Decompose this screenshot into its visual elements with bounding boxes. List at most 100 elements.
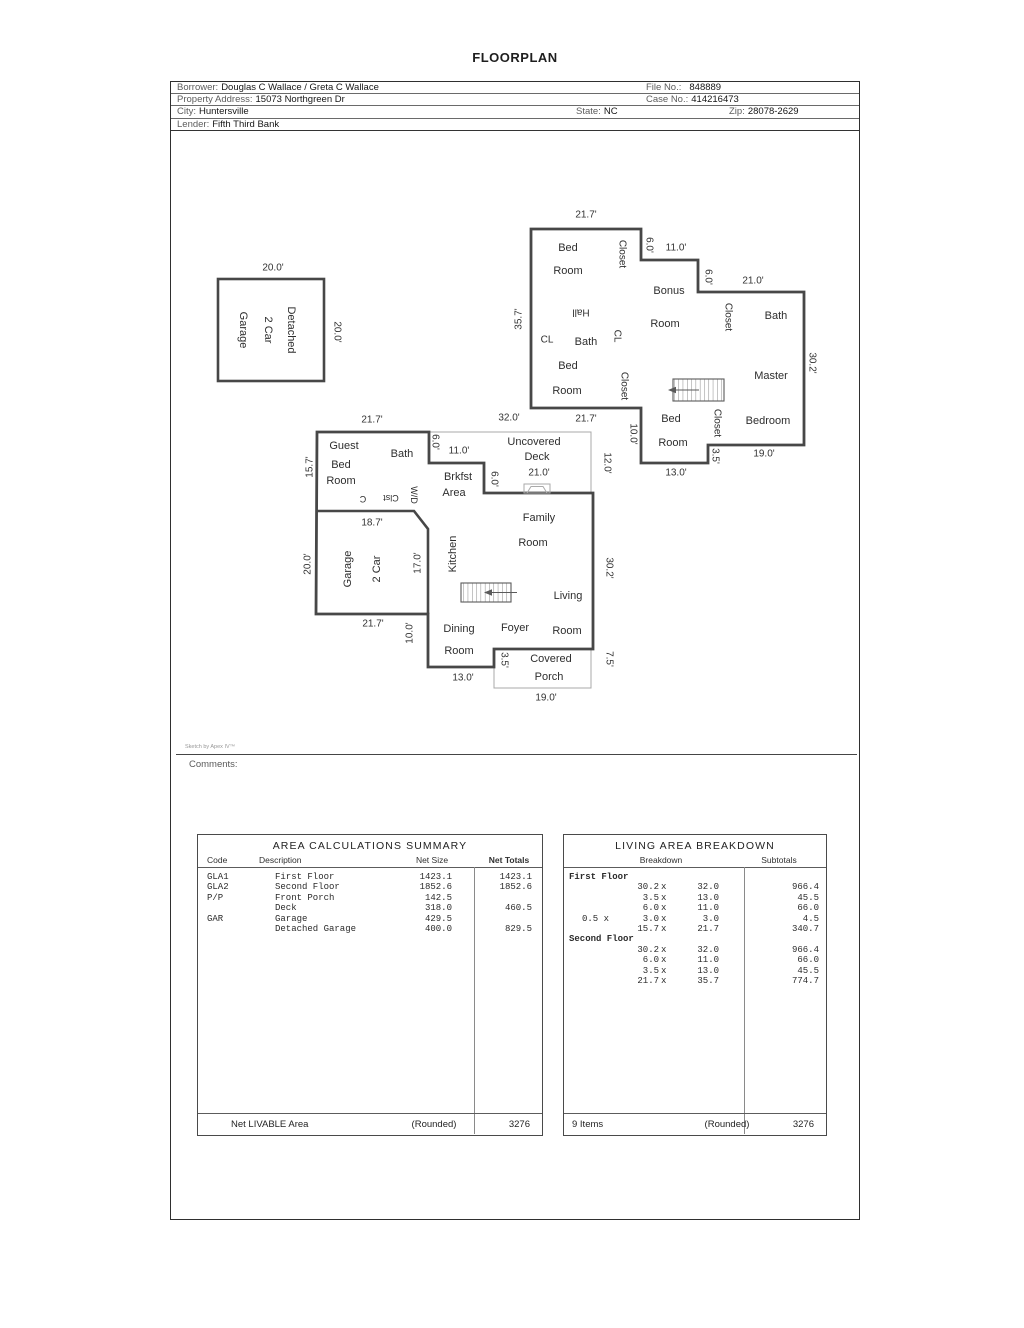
comments-label: Comments: — [189, 759, 238, 770]
row-subtotal: 45.5 — [797, 892, 819, 903]
f2-dim-19: 19.0' — [753, 449, 774, 460]
garage-interior-wall — [317, 509, 430, 614]
row-dim-a: 3.0 — [642, 913, 659, 924]
f2-bedroom3-label: Bed — [661, 413, 681, 425]
row-code: GLA1 — [207, 872, 229, 882]
footer-rule — [198, 1113, 542, 1114]
row-subtotal: 340.7 — [791, 924, 819, 934]
f2-bonus-label2: Room — [650, 318, 679, 330]
header-row-address: Property Address:15073 Northgreen Dr Cas… — [171, 94, 859, 107]
floorplan-sketch: 20.0' 20.0' Detached 2 Car Garage 21.7' … — [216, 210, 818, 704]
f1-brkfst-label2: Area — [442, 487, 466, 499]
f1-left-dim: 15.7' — [305, 456, 316, 477]
row-times: x — [661, 955, 667, 966]
f1-garage-left-dim: 20.0' — [303, 553, 314, 574]
stairs1-arrow — [484, 589, 492, 596]
row-times: x — [661, 944, 667, 955]
f1-kitchen-label: Kitchen — [447, 536, 459, 573]
row-size: 1423.1 — [419, 872, 452, 882]
f2-bath1-label: Bath — [765, 310, 788, 322]
state-field: State:NC — [576, 106, 618, 118]
f1-c-label: C — [359, 494, 366, 504]
row-size: 1852.6 — [419, 882, 452, 893]
row-subtotal: 66.0 — [797, 903, 819, 914]
f2-master-label: Master — [754, 370, 788, 382]
f2-dim-10: 10.0' — [628, 423, 639, 444]
f1-living-label: Living — [554, 590, 583, 602]
f2-cl2-label: CL — [612, 330, 623, 343]
f1-porch-label: Covered — [530, 653, 572, 665]
f2-right-dim: 30.2' — [807, 352, 818, 373]
f2-dim-35: 3.5' — [710, 448, 721, 464]
f1-right-dim: 30.2' — [604, 557, 615, 578]
row-dim-a: 30.2 — [637, 882, 659, 893]
dg-width-dim: 20.0' — [262, 263, 283, 274]
f2-dim-11: 11.0' — [666, 243, 687, 254]
col-subtotals: Subtotals — [761, 855, 797, 865]
dg-label-garage: Garage — [237, 312, 249, 349]
comments-divider — [176, 754, 857, 755]
f2-master-label2: Bedroom — [746, 415, 791, 427]
breakdown-section: First Floor — [564, 872, 826, 882]
f1-dim-75: 7.5' — [604, 651, 615, 667]
rounded-label-a: (Rounded) — [411, 1119, 457, 1130]
second-floor-outline — [529, 227, 806, 465]
items-count-label: 9 Items — [572, 1119, 604, 1130]
lender-field: Lender:Fifth Third Bank — [177, 118, 280, 130]
f1-dim-187: 18.7' — [361, 518, 382, 529]
breakdown-section: Second Floor — [564, 934, 826, 944]
col-net-totals: Net Totals — [488, 855, 530, 865]
col-net-size: Net Size — [415, 855, 449, 865]
area-calc-title: AREA CALCULATIONS SUMMARY — [272, 840, 468, 852]
row-desc: First Floor — [275, 872, 335, 882]
f2-dim-13: 13.0' — [665, 468, 686, 479]
f2-closet4-label: Closet — [712, 409, 723, 438]
row-times: x — [661, 913, 667, 924]
row-desc: Second Floor — [275, 882, 340, 893]
case-no-field: Case No.:414216473 — [646, 94, 739, 106]
row-total: 1423.1 — [499, 872, 532, 882]
f1-guest-label3: Room — [326, 475, 355, 487]
f2-left-dim: 35.7' — [514, 308, 525, 329]
f1-dim-11: 11.0' — [449, 446, 470, 457]
row-dim-a: 6.0 — [642, 955, 659, 966]
row-desc: Deck — [275, 903, 297, 914]
row-dim-b: 11.0 — [697, 955, 719, 966]
f1-family-label2: Room — [518, 537, 547, 549]
header-rule — [198, 867, 542, 868]
f2-dim-6b: 6.0' — [703, 269, 714, 285]
row-times: x — [661, 924, 667, 934]
f2-bedroom1-label: Bed — [558, 242, 578, 254]
row-dim-a: 21.7 — [637, 976, 659, 986]
stairs2-arrow — [668, 386, 676, 394]
col-desc: Description — [259, 855, 302, 865]
f1-dim-10: 10.0' — [405, 622, 416, 643]
row-times: x — [661, 965, 667, 976]
row-dim-a: 6.0 — [642, 903, 659, 914]
header-rule-b — [564, 867, 826, 868]
row-dim-a: 15.7 — [637, 924, 659, 934]
f1-porch-label2: Porch — [535, 671, 564, 683]
f1-guest-label: Guest — [329, 440, 358, 452]
f1-foyer-label: Foyer — [501, 622, 529, 634]
col-breakdown: Breakdown — [639, 855, 683, 865]
row-times: x — [661, 892, 667, 903]
f2-closet1-label: Closet — [617, 240, 628, 269]
row-dim-b: 13.0 — [697, 892, 719, 903]
f1-clst-label: Clst — [383, 493, 399, 503]
col-code: Code — [207, 855, 228, 865]
living-breakdown-title: LIVING AREA BREAKDOWN — [615, 840, 775, 852]
row-dim-a: 30.2 — [637, 944, 659, 955]
f2-closet3-label: Closet — [619, 372, 630, 401]
living-breakdown-table: LIVING AREA BREAKDOWN Breakdown Subtotal… — [563, 834, 827, 1136]
